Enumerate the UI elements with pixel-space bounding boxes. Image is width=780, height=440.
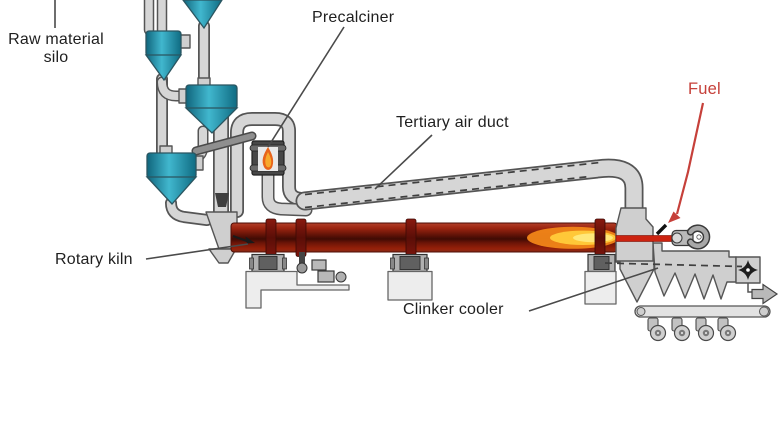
leader-precalciner [267,26,345,148]
label-raw-material-silo-line1: Raw material [8,31,104,48]
label-fuel: Fuel [688,80,721,98]
preheater-cyclone-2 [144,30,191,82]
kiln-support-pier-3 [584,253,617,305]
leader-lines [54,0,659,312]
label-precalciner: Precalciner [312,9,395,26]
riser-venturi [215,193,229,207]
kiln-support-pier-1 [245,253,350,309]
cooling-fans [647,317,737,342]
burner [615,223,711,250]
kiln-tyres [265,218,606,257]
leader-tertiary-air-duct [374,134,433,190]
leader-rotary-kiln [145,243,249,260]
kiln-hood [615,207,655,303]
preheater-cyclone-3 [178,77,239,134]
rotary-kiln-shell [230,218,619,257]
clinker-cooler-body [652,242,737,300]
kiln-feed-arrow-icon [232,235,255,244]
clinker-discharge-arrow [747,283,779,305]
preheater-duct-network [143,0,313,226]
kiln-support-pier-2 [387,253,433,301]
preheater-cyclone-top [182,0,223,30]
label-clinker-cooler: Clinker cooler [403,301,504,318]
cooler-grate-dashed-line [604,262,743,268]
label-rotary-kiln: Rotary kiln [55,251,133,268]
label-raw-material-silo-line2: silo [43,48,69,66]
precalciner-flame-icon [262,147,274,170]
preheater-cyclone-4 [145,145,204,205]
clinker-crusher [735,256,761,284]
label-raw-material-silo: Raw material silo [0,31,112,67]
kiln-drive-unit [296,252,347,283]
leader-clinker-cooler [528,267,659,312]
fuel-arrow [668,102,705,223]
tertiary-air-duct [295,158,644,224]
precalciner-vessel [249,140,287,176]
cooler-conveyor-tube [634,305,771,318]
label-tertiary-air-duct: Tertiary air duct [396,114,509,131]
